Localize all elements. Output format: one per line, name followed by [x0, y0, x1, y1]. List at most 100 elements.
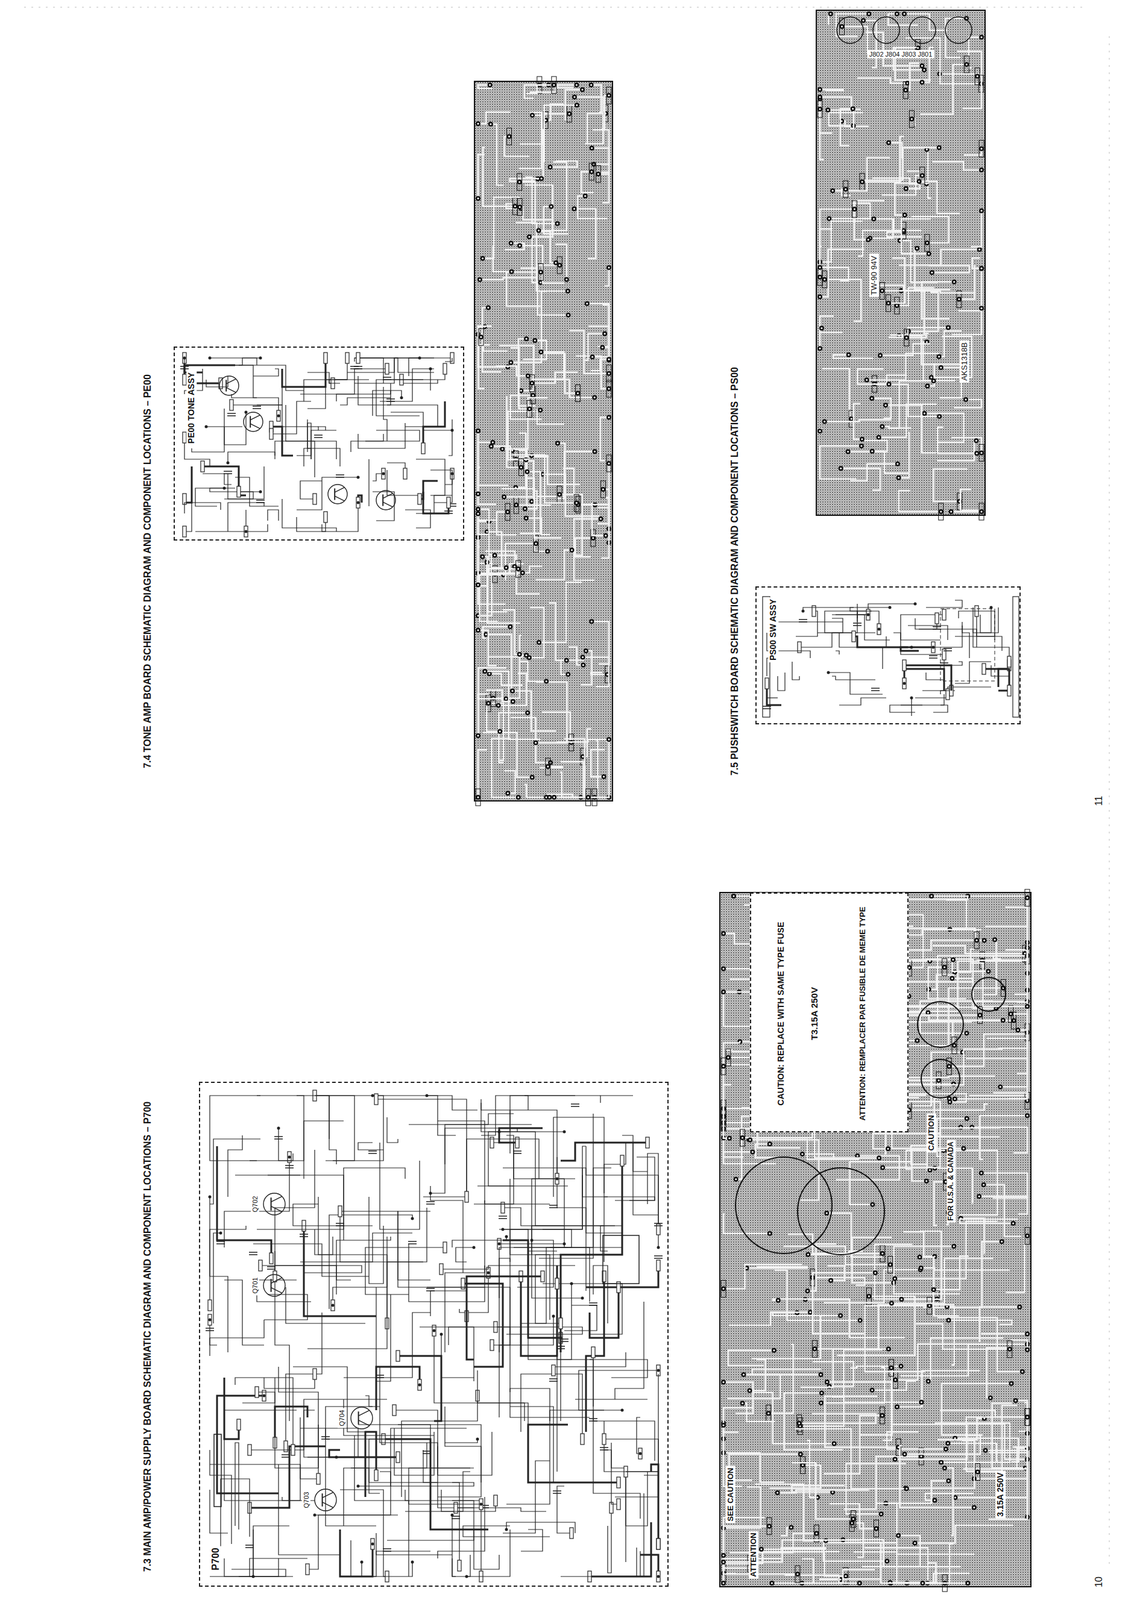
solder-pad	[501, 448, 504, 451]
solder-pad	[505, 790, 511, 796]
solder-pad	[480, 256, 486, 262]
resistor-symbol	[616, 1477, 621, 1489]
pcb-trace	[937, 956, 1014, 1022]
pcb-trace	[912, 1052, 963, 1107]
junction-dot	[411, 1217, 415, 1221]
solder-pad	[902, 1452, 908, 1458]
resistor-symbol	[323, 352, 328, 364]
pcb-trace	[510, 347, 530, 409]
solder-pad	[1024, 1415, 1030, 1421]
pcb-trace	[862, 1536, 920, 1568]
solder-pad	[988, 1396, 993, 1402]
wire-line	[803, 607, 854, 612]
solder-pad	[767, 1413, 770, 1415]
capacitor-symbol	[335, 476, 345, 479]
solder-pad	[919, 1267, 922, 1270]
component-outline	[566, 105, 572, 123]
pcb-trace	[590, 359, 609, 371]
component-outline	[766, 1405, 772, 1423]
solder-pad	[606, 265, 612, 271]
wire-line	[249, 1446, 326, 1509]
wire-line	[976, 611, 995, 641]
solder-pad	[558, 493, 561, 496]
solder-pad	[946, 1318, 952, 1324]
transistor-symbol	[358, 1420, 370, 1427]
solder-pad	[983, 939, 986, 942]
solder-pad	[965, 1032, 968, 1035]
wire-line	[499, 1128, 543, 1144]
wire-line	[452, 1559, 456, 1578]
component-outline	[927, 1297, 933, 1315]
solder-pad	[515, 504, 518, 507]
solder-pad	[727, 1056, 729, 1059]
wire-line	[350, 1540, 373, 1578]
wire-line	[535, 1255, 623, 1324]
resistor-symbol	[392, 1405, 397, 1417]
solder-pad	[520, 390, 523, 392]
solder-pad	[517, 179, 523, 185]
wire-line	[314, 1096, 384, 1162]
solder-pad	[481, 257, 484, 260]
solder-pad	[943, 966, 946, 969]
pcb-trace	[774, 1270, 861, 1321]
wire-line	[379, 1367, 438, 1469]
solder-pad	[567, 674, 570, 676]
solder-pad	[871, 1203, 874, 1206]
component-outline	[812, 1340, 817, 1358]
capacitor-symbol	[589, 1418, 598, 1420]
component-outline	[888, 1256, 893, 1274]
pcb-trace	[723, 1214, 770, 1235]
pcb-trace	[728, 1351, 775, 1367]
solder-pad	[475, 733, 481, 739]
junction-dot	[429, 1192, 433, 1196]
solder-pad	[572, 94, 577, 100]
wire-line	[376, 1551, 453, 1556]
solder-pad	[590, 620, 593, 623]
resistor-symbol	[1007, 656, 1012, 668]
component-outline	[507, 127, 512, 145]
pcb-trace	[549, 379, 595, 398]
solder-pad	[884, 1559, 890, 1565]
solder-pad	[932, 1288, 935, 1291]
junction-dot	[331, 1304, 335, 1308]
wire-line	[770, 621, 843, 623]
wire-line	[274, 1378, 319, 1469]
solder-pad	[889, 1366, 895, 1371]
solder-pad	[1026, 1349, 1029, 1352]
solder-pad	[517, 568, 520, 571]
pcb-trace	[502, 397, 548, 450]
solder-pad	[1017, 1029, 1019, 1032]
wire-line	[907, 625, 948, 641]
solder-pad	[487, 306, 489, 309]
pcb-trace	[795, 1429, 907, 1490]
solder-pad	[949, 976, 955, 982]
solder-pad	[721, 1380, 726, 1386]
wire-line	[209, 1464, 319, 1480]
pcb-trace	[844, 1457, 922, 1510]
pcb-trace	[723, 1526, 770, 1575]
solder-pad	[608, 416, 611, 419]
wire-line	[604, 1439, 659, 1473]
pcb-trace	[522, 566, 543, 574]
transistor-symbol	[358, 1410, 370, 1417]
solder-pad	[477, 430, 480, 433]
solder-pad	[889, 1264, 892, 1267]
solder-pad	[833, 1443, 835, 1446]
capacitor-symbol	[426, 1290, 435, 1292]
solder-pad	[537, 407, 543, 413]
solder-pad	[837, 1313, 843, 1319]
wire-line	[799, 633, 876, 648]
connector-symbol	[1012, 596, 1019, 718]
wire-line	[495, 1327, 583, 1335]
solder-pad	[945, 1478, 951, 1484]
solder-pad	[896, 1406, 899, 1409]
wire-line	[839, 698, 887, 706]
capacitor-symbol	[422, 1453, 432, 1455]
pcb-trace	[891, 1049, 1003, 1086]
solder-pad	[1007, 1347, 1013, 1353]
solder-pad	[979, 1014, 981, 1017]
resistor-symbol	[374, 1094, 378, 1106]
capacitor-symbol	[299, 1234, 309, 1236]
wire-line	[502, 1168, 623, 1234]
junction-dot	[208, 1319, 212, 1323]
